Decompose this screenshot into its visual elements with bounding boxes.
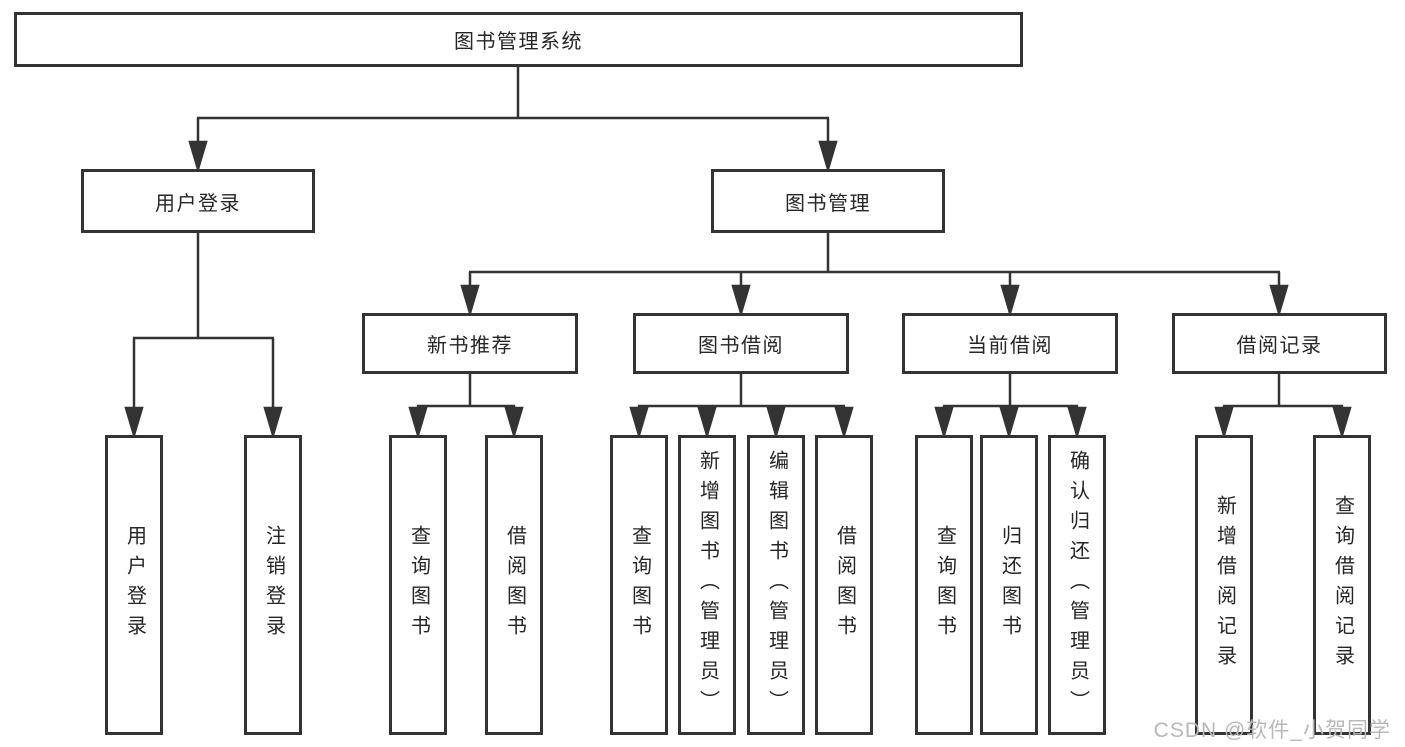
leaf-query-borrow-record-label: 查询借阅记录 [1331, 495, 1354, 675]
leaf-query-books-borrow-label: 查询图书 [628, 525, 651, 645]
node-borrow-records-label: 借阅记录 [1236, 335, 1323, 357]
leaf-confirm-return-admin-label: 确认归还（管理员） [1066, 450, 1089, 720]
connector-user-login-to-leaves [124, 233, 283, 440]
arrow-down-icon [1269, 284, 1289, 318]
arrow-down-icon [408, 406, 428, 440]
node-current-borrow-label: 当前借阅 [967, 335, 1053, 357]
arrow-down-icon [1332, 406, 1352, 440]
leaf-query-books-borrow: 查询图书 [610, 435, 668, 735]
arrow-down-icon [1000, 284, 1020, 318]
leaf-query-books-recommend: 查询图书 [389, 435, 447, 735]
leaf-return-book-label: 归还图书 [998, 525, 1021, 645]
leaf-borrow-books-recommend-label: 借阅图书 [503, 525, 526, 645]
connector-root-to-level2 [188, 67, 838, 174]
arrow-down-icon [124, 406, 144, 440]
node-new-book-recommend: 新书推荐 [362, 313, 578, 374]
arrow-down-icon [766, 406, 786, 440]
node-new-book-recommend-label: 新书推荐 [427, 335, 513, 357]
leaf-add-borrow-record: 新增借阅记录 [1195, 435, 1253, 735]
leaf-query-borrow-record: 查询借阅记录 [1313, 435, 1371, 735]
node-book-borrow: 图书借阅 [633, 313, 849, 374]
leaf-edit-book-admin-label: 编辑图书（管理员） [765, 450, 788, 720]
arrow-down-icon [697, 406, 717, 440]
node-book-borrow-label: 图书借阅 [698, 335, 784, 357]
leaf-edit-book-admin: 编辑图书（管理员） [747, 435, 805, 735]
leaf-query-books-current: 查询图书 [915, 435, 973, 735]
arrow-down-icon [1067, 406, 1087, 440]
node-root-label: 图书管理系统 [454, 31, 583, 53]
arrow-down-icon [629, 406, 649, 440]
leaf-borrow-books-recommend: 借阅图书 [485, 435, 543, 735]
connector-book-management-to-level3 [460, 233, 1289, 318]
leaf-logout: 注销登录 [244, 435, 302, 735]
connector-new-book-recommend-to-leaves [408, 374, 524, 440]
leaf-user-login: 用户登录 [105, 435, 163, 735]
arrow-down-icon [188, 140, 208, 174]
leaf-add-borrow-record-label: 新增借阅记录 [1213, 495, 1236, 675]
leaf-user-login-label: 用户登录 [123, 525, 146, 645]
node-borrow-records: 借阅记录 [1172, 313, 1387, 374]
arrow-down-icon [504, 406, 524, 440]
arrow-down-icon [834, 406, 854, 440]
node-user-login: 用户登录 [81, 169, 315, 233]
connector-book-borrow-to-leaves [629, 374, 854, 440]
watermark: CSDN @软件_小贺同学 [1153, 719, 1391, 742]
leaf-return-book: 归还图书 [980, 435, 1038, 735]
leaf-query-books-current-label: 查询图书 [933, 525, 956, 645]
leaf-add-book-admin-label: 新增图书（管理员） [696, 450, 719, 720]
connector-borrow-records-to-leaves [1214, 374, 1352, 440]
leaf-logout-label: 注销登录 [262, 525, 285, 645]
arrow-down-icon [731, 284, 751, 318]
arrow-down-icon [263, 406, 283, 440]
arrow-down-icon [818, 140, 838, 174]
leaf-confirm-return-admin: 确认归还（管理员） [1048, 435, 1106, 735]
leaf-add-book-admin: 新增图书（管理员） [678, 435, 736, 735]
arrow-down-icon [934, 406, 954, 440]
arrow-down-icon [1214, 406, 1234, 440]
node-book-management-label: 图书管理 [785, 192, 871, 215]
connector-current-borrow-to-leaves [934, 374, 1087, 440]
leaf-borrow-books-label: 借阅图书 [833, 525, 856, 645]
node-root: 图书管理系统 [14, 12, 1023, 67]
arrow-down-icon [460, 284, 480, 318]
node-book-management: 图书管理 [711, 169, 945, 233]
arrow-down-icon [999, 406, 1019, 440]
leaf-query-books-recommend-label: 查询图书 [407, 525, 430, 645]
leaf-borrow-books: 借阅图书 [815, 435, 873, 735]
node-user-login-label: 用户登录 [155, 192, 241, 215]
node-current-borrow: 当前借阅 [902, 313, 1118, 374]
